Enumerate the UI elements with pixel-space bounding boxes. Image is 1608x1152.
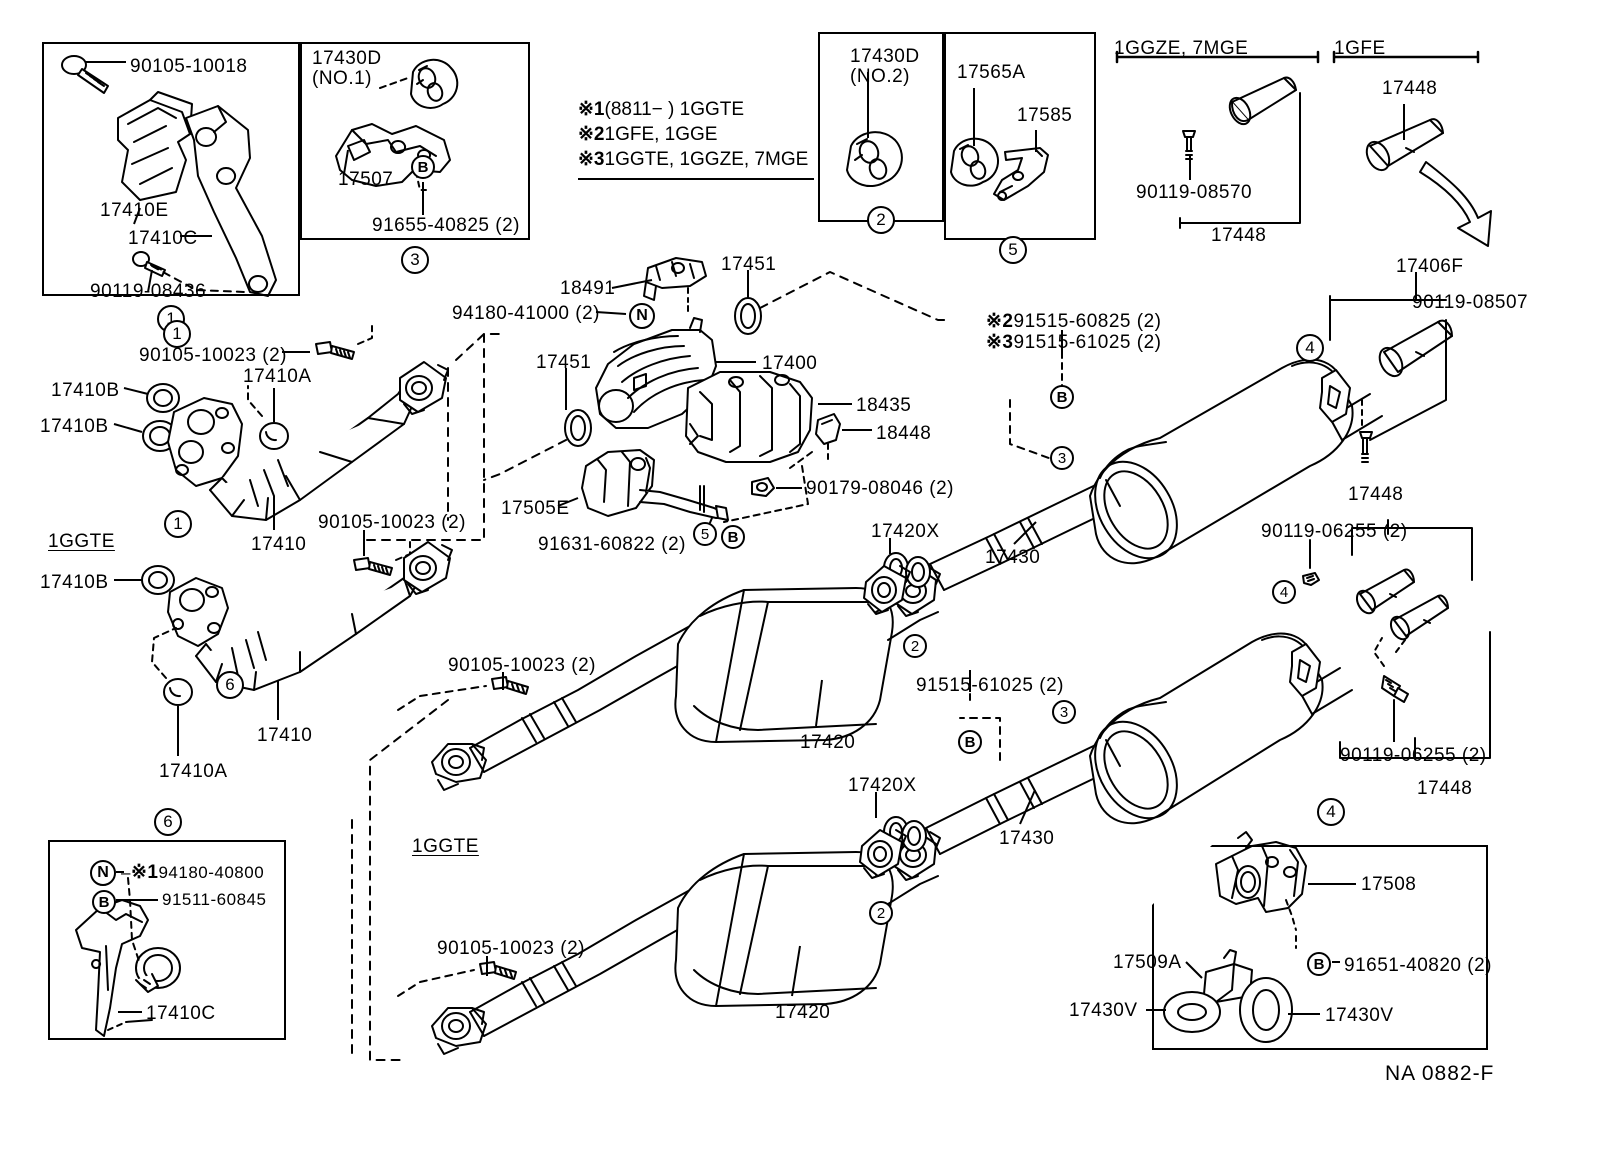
label-bolt-90119-08507: 90119-08507: [1412, 292, 1529, 313]
label-clamp-17410C-box6: 17410C: [146, 1003, 216, 1024]
callout-2-box: 2: [867, 206, 895, 234]
legend-note-1: ※1(8811− ) 1GGTE: [578, 99, 745, 120]
label-gasket-17420X-lower: 17420X: [848, 775, 917, 796]
label-support-17430D-no1-sub: (NO.1): [312, 68, 372, 89]
label-bracket-18491: 18491: [560, 278, 616, 299]
label-clamp-17410C: 17410C: [128, 228, 198, 249]
label-gasket-17410B-lower: 17410B: [40, 572, 109, 593]
label-bracket-17507: 17507: [338, 169, 394, 190]
bmark-box4: B: [1307, 952, 1331, 976]
label-bolt-90105-10023-upper: 90105-10023 (2): [139, 345, 287, 366]
label-clamp-91515-61025: 91515-61025 (2): [916, 675, 1064, 696]
label-converter-17400: 17400: [762, 353, 818, 374]
label-engine-1GGTE-upper: 1GGTE: [48, 531, 115, 552]
inset-box-3: [300, 42, 530, 240]
label-bolt-91631-60822: 91631-60822 (2): [538, 534, 686, 555]
label-support-17430D-no2-sub: (NO.2): [850, 66, 910, 87]
label-bracket-17410E: 17410E: [100, 200, 169, 221]
label-pipe-17410-lower: 17410: [257, 725, 313, 746]
label-clamp-note2: ※291515-60825 (2): [986, 311, 1162, 332]
inset-box-6: [48, 840, 286, 1040]
label-bolt-90119-06255-upper: 90119-06255 (2): [1261, 521, 1408, 542]
label-nut-94180-40800: –※194180-40800: [121, 862, 265, 883]
label-engine-1GGTE-lower: 1GGTE: [412, 836, 479, 857]
callout-2-muffler-upper: 2: [903, 634, 927, 658]
label-gasket-17451-left: 17451: [536, 352, 592, 373]
label-ring-17410A-upper: 17410A: [243, 366, 312, 387]
label-ring-17410A-lower: 17410A: [159, 761, 228, 782]
label-nut-94180-41000: 94180-41000 (2): [452, 303, 600, 324]
label-cushion-17509A: 17509A: [1113, 952, 1182, 973]
callout-4-box: 4: [1317, 798, 1345, 826]
inset-box-4: [1152, 845, 1488, 1050]
bmark-box6: B: [92, 890, 116, 914]
label-bolt-90105-10018: 90105-10018: [130, 56, 248, 77]
label-bolt-91651-40820: 91651-40820 (2): [1344, 955, 1492, 976]
label-pipe-17410-upper: 17410: [251, 534, 307, 555]
label-bolt-90119-06255-lower: 90119-06255 (2): [1340, 745, 1487, 766]
bmark-muffler-upper: B: [1050, 385, 1074, 409]
label-tip-17448-upper: 17448: [1348, 484, 1404, 505]
label-muffler-17420-lower: 17420: [775, 1002, 831, 1023]
label-bolt-90105-10023-lower: 90105-10023 (2): [318, 512, 466, 533]
legend-notes: ※1(8811− ) 1GGTE ※21GFE, 1GGE ※31GGTE, 1…: [578, 98, 808, 171]
label-bolt-90119-08436: 90119-08436: [90, 281, 207, 302]
label-gasket-17420X-upper: 17420X: [871, 521, 940, 542]
bmark-box3: B: [411, 155, 435, 179]
label-clamp-note3: ※391515-61025 (2): [986, 332, 1162, 353]
label-tailpipe-17406F: 17406F: [1396, 256, 1464, 277]
label-tailpipe-17430-upper: 17430: [985, 547, 1041, 568]
label-nut-90179-08046: 90179-08046 (2): [806, 478, 954, 499]
label-gasket-17451-upper: 17451: [721, 254, 777, 275]
callout-5-box: 5: [999, 236, 1027, 264]
drawing-code: NA 0882-F: [1385, 1062, 1495, 1085]
callout-1-upper: 1: [163, 320, 191, 348]
label-tailpipe-17430-lower: 17430: [999, 828, 1055, 849]
legend-note-2: ※21GFE, 1GGE: [578, 124, 718, 145]
label-bolt-90105-10023-muffler-upper: 90105-10023 (2): [448, 655, 596, 676]
callout-3-muffler-lower: 3: [1052, 700, 1076, 724]
inset-box-1: [42, 42, 300, 296]
callout-2-muffler-lower: 2: [869, 901, 893, 925]
nmark-converter: N: [629, 303, 655, 329]
label-bolt-91655-40825: 91655-40825 (2): [372, 215, 520, 236]
callout-1-side: 1: [164, 510, 192, 538]
label-tailpipe-17448-ggze: 17448: [1211, 225, 1267, 246]
legend-divider: [578, 178, 814, 180]
label-bolt-90105-10023-muffler-lower: 90105-10023 (2): [437, 938, 585, 959]
label-hanger-17565A: 17565A: [957, 62, 1026, 83]
label-tailpipe-17448-gfe: 17448: [1382, 78, 1438, 99]
label-bolt-91511-60845: 91511-60845: [162, 890, 267, 909]
label-bracket-17585: 17585: [1017, 105, 1073, 126]
label-shield-17505E: 17505E: [501, 498, 570, 519]
callout-4-muffler-lower: 4: [1272, 580, 1296, 604]
callout-4-upper: 4: [1296, 334, 1324, 362]
label-gasket-17410B-b: 17410B: [40, 416, 109, 437]
label-ring-17430V-left: 17430V: [1069, 1000, 1138, 1021]
bmark-converter: B: [721, 525, 745, 549]
bmark-muffler-lower: B: [958, 730, 982, 754]
callout-6-lower: 6: [216, 671, 244, 699]
nmark-box6: N: [90, 860, 116, 886]
header-1GGZE-7MGE: 1GGZE, 7MGE: [1114, 38, 1249, 59]
label-bolt-90119-08570: 90119-08570: [1136, 182, 1253, 203]
label-gasket-17410B-a: 17410B: [51, 380, 120, 401]
callout-5-converter: 5: [693, 522, 717, 546]
callout-3-muffler-upper: 3: [1050, 446, 1074, 470]
label-clip-18448: 18448: [876, 423, 932, 444]
label-support-17430D-no1: 17430D: [312, 48, 382, 69]
label-shield-18435: 18435: [856, 395, 912, 416]
label-tip-17448-lower: 17448: [1417, 778, 1473, 799]
callout-6-box: 6: [154, 808, 182, 836]
label-support-17430D-no2: 17430D: [850, 46, 920, 67]
callout-3-box: 3: [401, 246, 429, 274]
label-hanger-17508: 17508: [1361, 874, 1417, 895]
header-1GFE: 1GFE: [1334, 38, 1386, 59]
legend-note-3: ※31GGTE, 1GGZE, 7MGE: [578, 149, 809, 170]
label-muffler-17420-upper: 17420: [800, 732, 856, 753]
label-ring-17430V-right: 17430V: [1325, 1005, 1394, 1026]
